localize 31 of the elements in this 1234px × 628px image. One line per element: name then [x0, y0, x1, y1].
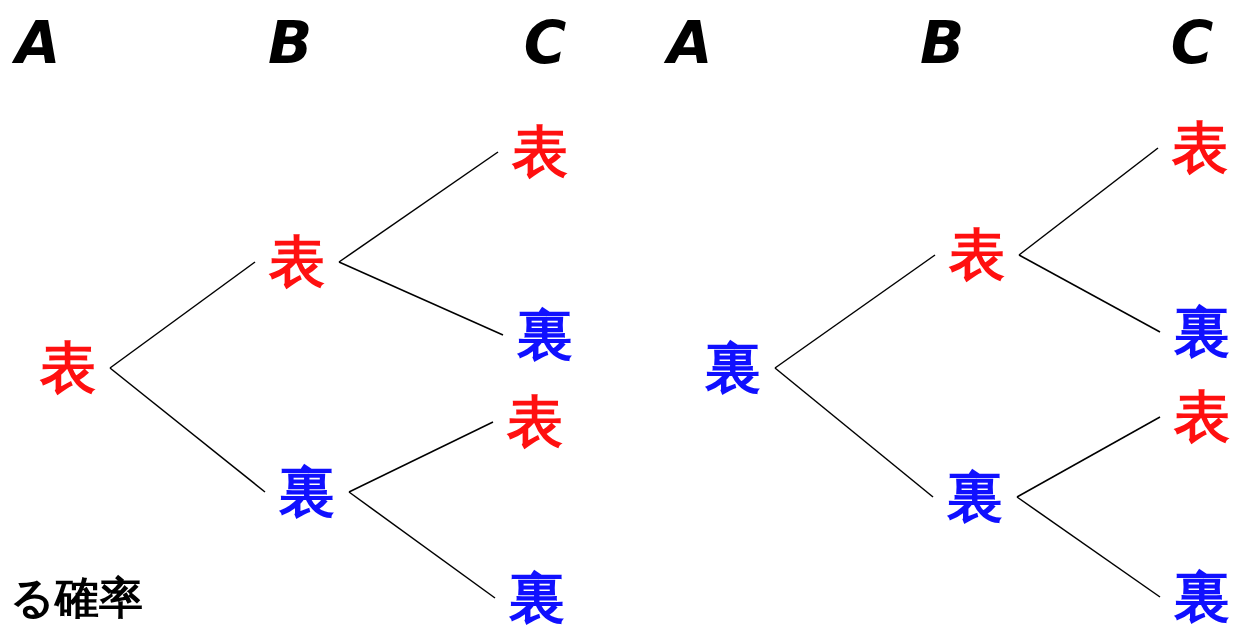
connector-line: [348, 421, 494, 493]
column-heading: C: [523, 14, 567, 72]
column-heading: B: [919, 14, 965, 72]
connector-line: [109, 261, 256, 369]
connector-line: [1016, 416, 1161, 498]
connector-line: [774, 254, 936, 369]
outcome-text: 裏: [703, 336, 763, 400]
outcome-text: 表: [1172, 385, 1232, 449]
outcome-text: 裏: [1172, 565, 1232, 628]
connector-line: [338, 151, 499, 263]
connector-line: [774, 367, 934, 498]
outcome-text: 表: [1170, 116, 1230, 180]
connector-line: [1018, 254, 1161, 333]
outcome-text: 表: [505, 390, 565, 454]
outcome-text: 表: [267, 230, 327, 294]
outcome-text: 表: [510, 120, 570, 184]
outcome-text: 裏: [277, 460, 337, 524]
outcome-text: 表: [947, 223, 1007, 287]
caption-text: る確率: [10, 576, 143, 620]
column-heading: B: [267, 14, 313, 72]
column-heading: C: [1170, 14, 1214, 72]
connector-line: [109, 367, 266, 493]
connector-line: [348, 491, 496, 599]
connector-line: [1018, 147, 1159, 256]
outcome-text: 裏: [507, 566, 567, 628]
outcome-text: 表: [38, 336, 98, 400]
outcome-text: 裏: [1172, 300, 1232, 364]
connector-line: [338, 261, 504, 336]
connector-line: [1016, 496, 1161, 598]
outcome-text: 裏: [515, 303, 575, 367]
outcome-text: 裏: [945, 465, 1005, 529]
